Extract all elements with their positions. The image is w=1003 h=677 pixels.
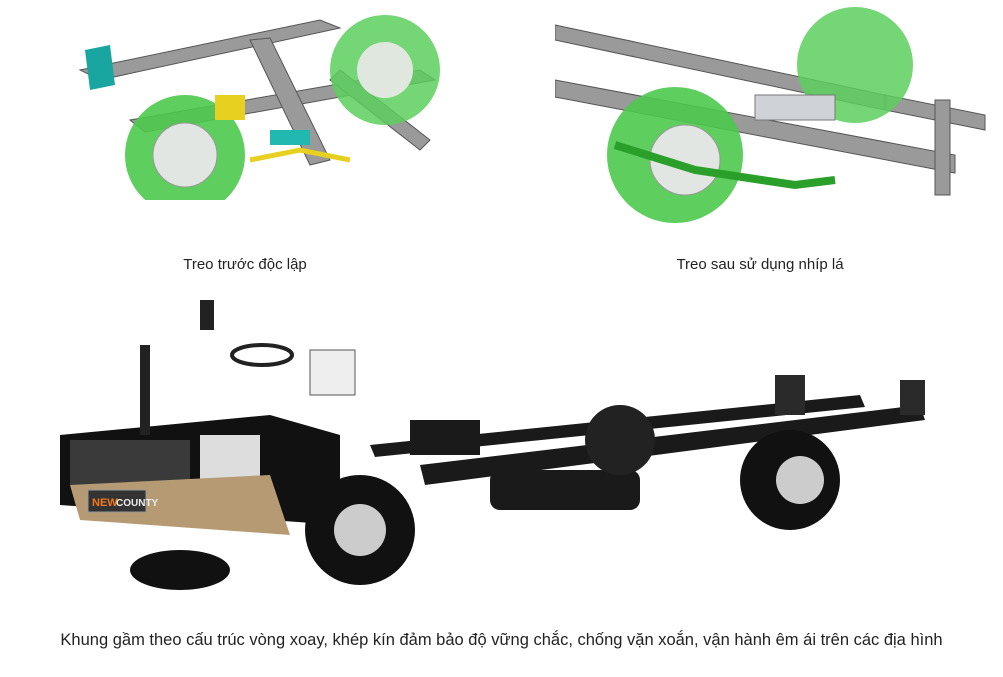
chassis-caption: Khung gầm theo cấu trúc vòng xoay, khép … [60, 631, 943, 649]
front-suspension-caption: Treo trước độc lập [183, 256, 307, 273]
chassis-image: NEW COUNTY [60, 300, 925, 590]
steering-box [85, 45, 115, 90]
svg-text:NEW: NEW [92, 497, 118, 509]
rear-suspension-image [555, 7, 986, 223]
ladder-frame [370, 395, 925, 510]
front-suspension-image [78, 15, 440, 200]
coil-spring [215, 95, 245, 120]
rear-wheel-far [797, 7, 913, 123]
badge: NEW COUNTY [87, 489, 159, 513]
svg-text:COUNTY: COUNTY [116, 498, 159, 509]
leaf-spring [613, 141, 836, 190]
rear-suspension-caption: Treo sau sử dụng nhíp lá [676, 256, 844, 273]
